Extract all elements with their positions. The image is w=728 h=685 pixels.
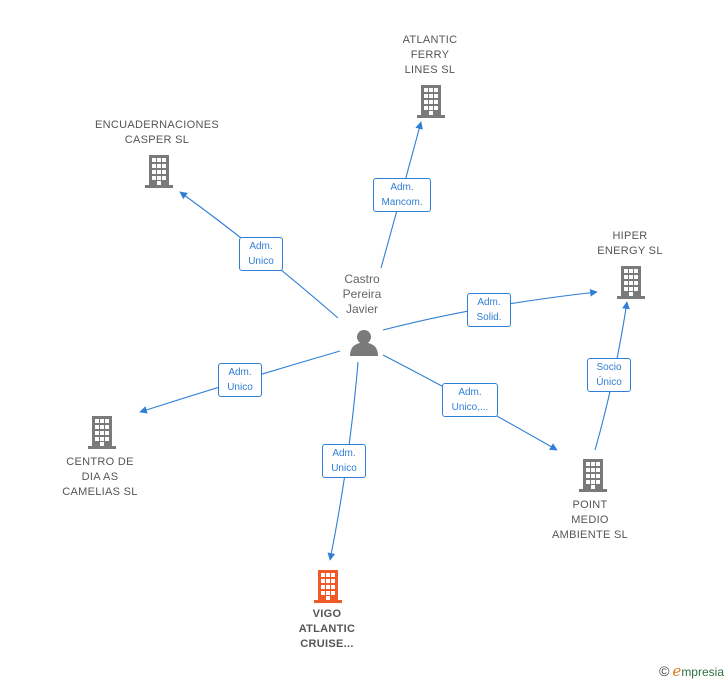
building-icon[interactable] <box>314 570 342 603</box>
building-icon[interactable] <box>579 459 607 492</box>
edge-label-to-centro-de-dia[interactable]: Adm. Unico <box>218 363 262 397</box>
edge-label-to-atlantic-ferry[interactable]: Adm. Mancom. <box>373 178 431 212</box>
edge-label-to-encuadernaciones[interactable]: Adm. Unico <box>239 237 283 271</box>
company-label-centro-de-dia[interactable]: CENTRO DE DIA AS CAMELIAS SL <box>62 456 138 498</box>
copyright-symbol: © <box>659 663 670 679</box>
company-label-point-medio[interactable]: POINT MEDIO AMBIENTE SL <box>551 499 629 541</box>
building-icon[interactable] <box>617 266 645 299</box>
building-icon[interactable] <box>417 85 445 118</box>
edge-label-to-vigo-atlantic[interactable]: Adm. Unico <box>322 444 366 478</box>
edge-label-to-hiper-energy[interactable]: Adm. Solid. <box>467 293 511 327</box>
building-icon[interactable] <box>88 416 116 449</box>
company-label-vigo-atlantic[interactable]: VIGO ATLANTIC CRUISE... <box>298 608 356 650</box>
brand-initial: e <box>672 662 682 680</box>
brand-logo: ©empresia <box>659 662 724 680</box>
edge-label-to-point-medio[interactable]: Adm. Unico,... <box>442 383 498 417</box>
building-icon[interactable] <box>145 155 173 188</box>
company-label-encuadernaciones[interactable]: ENCUADERNACIONES CASPER SL <box>95 119 219 146</box>
edge-label-point-to-hiper[interactable]: Socio Único <box>587 358 631 392</box>
brand-name: mpresia <box>681 665 724 679</box>
company-label-atlantic-ferry[interactable]: ATLANTIC FERRY LINES SL <box>402 34 458 76</box>
person-label[interactable]: Castro Pereira Javier <box>342 272 382 316</box>
company-label-hiper-energy[interactable]: HIPER ENERGY SL <box>597 230 663 257</box>
person-icon[interactable] <box>350 330 378 356</box>
